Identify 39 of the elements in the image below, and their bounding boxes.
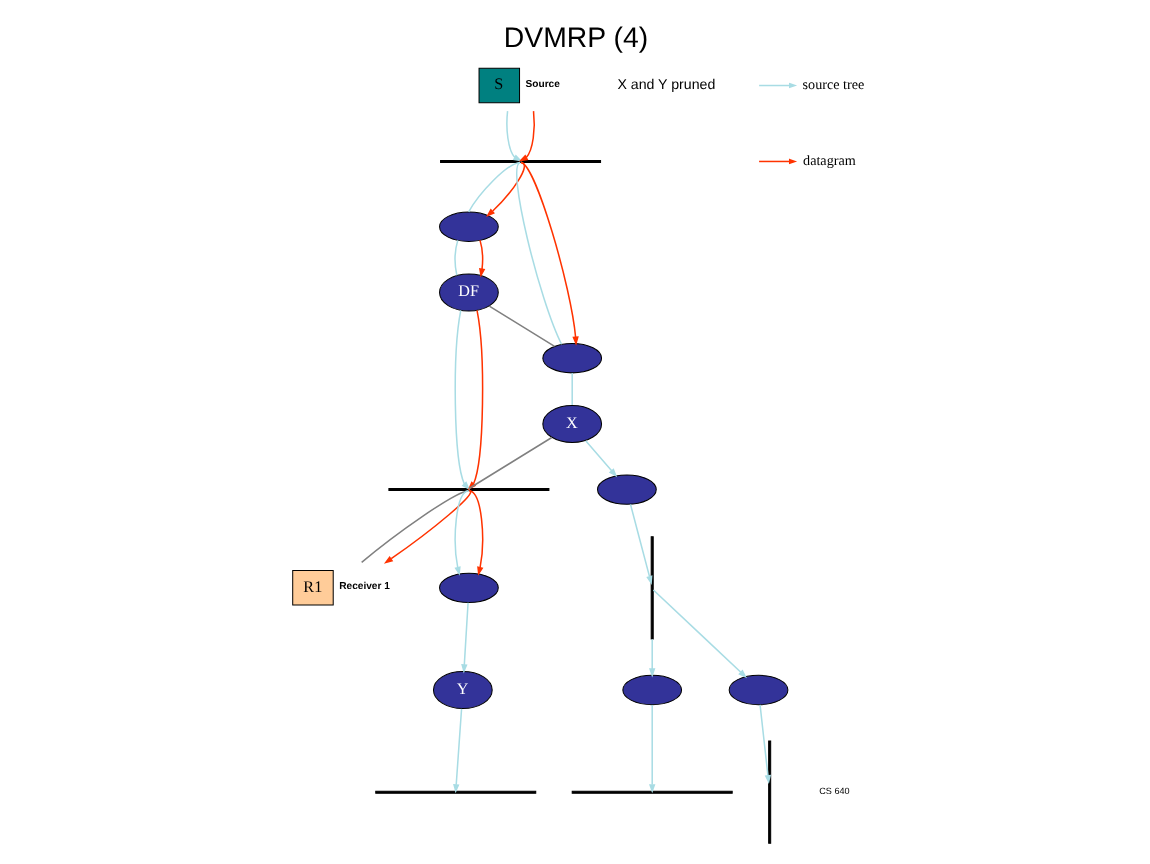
- node-circle: [727, 674, 788, 706]
- node-bar: [570, 790, 732, 794]
- connector: [359, 489, 469, 564]
- arrow: [382, 489, 471, 564]
- arrow: [651, 589, 747, 679]
- arrow: [460, 602, 468, 674]
- node-circle: [438, 572, 498, 604]
- connector: [466, 161, 520, 213]
- node-circle: [438, 211, 498, 242]
- node-circle: [541, 343, 602, 374]
- arrow: [453, 489, 469, 576]
- arrow: [452, 708, 462, 794]
- node-bar: [767, 740, 771, 844]
- node-bar: [374, 790, 536, 794]
- node-circle: [621, 674, 682, 706]
- connector: [514, 161, 562, 346]
- arrow: [467, 489, 483, 576]
- arrow: [505, 110, 522, 162]
- node-ellipse: Y: [431, 671, 492, 709]
- arrow: [628, 503, 652, 585]
- arrow: [453, 309, 470, 491]
- node-bar: [387, 488, 549, 492]
- arrow: [517, 110, 534, 162]
- node-ellipse: X: [541, 404, 602, 443]
- arrow: [648, 638, 655, 678]
- connector: [453, 239, 458, 277]
- node-circle: [596, 474, 656, 505]
- arrow: [519, 161, 578, 346]
- node-bar: [649, 536, 653, 640]
- arrow: [758, 704, 771, 785]
- diagram-title: DVMRP (4): [502, 23, 648, 56]
- connector: [570, 372, 572, 406]
- arrow: [583, 439, 617, 478]
- node-ellipse: DF: [438, 273, 498, 312]
- arrow: [648, 704, 655, 794]
- arrow: [485, 161, 525, 217]
- node-bar: [439, 159, 601, 163]
- connector: [487, 305, 555, 348]
- arrow: [478, 239, 485, 278]
